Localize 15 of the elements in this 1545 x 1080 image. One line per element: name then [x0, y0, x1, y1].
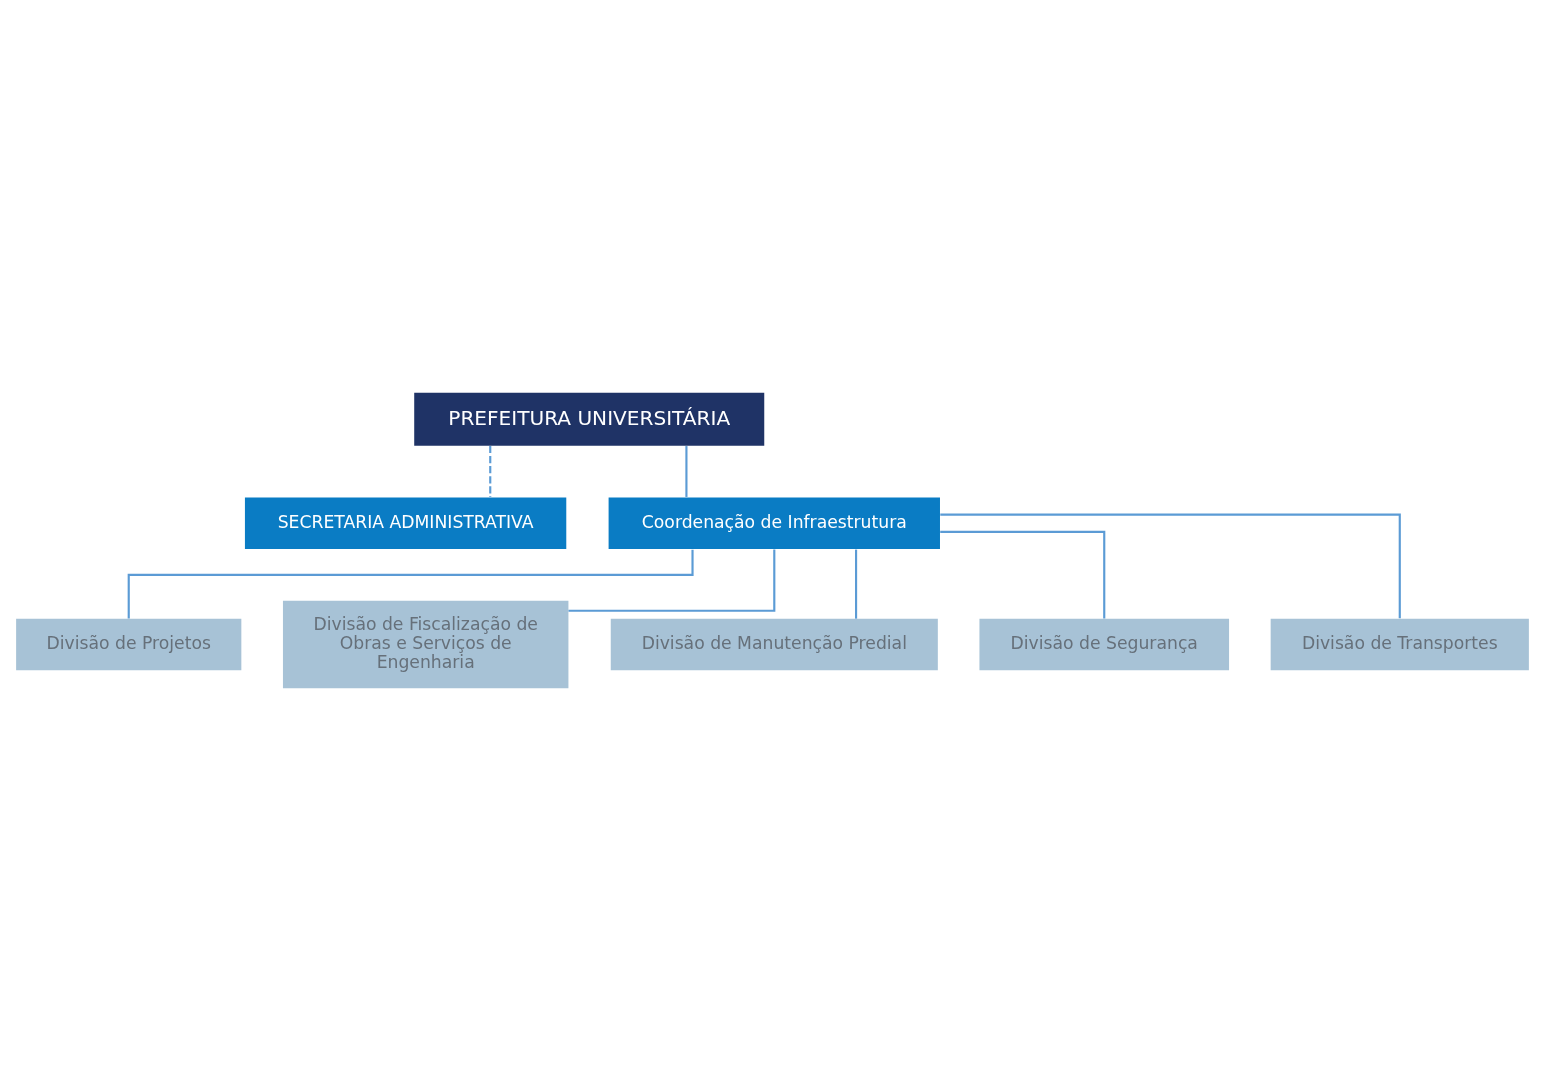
connector: [940, 530, 1106, 618]
connector: [489, 445, 492, 497]
connector: [568, 549, 776, 612]
node-box: Divisão de Fiscalização de Obras e Serviços de Engenharia: [282, 600, 569, 688]
node-box: Divisão de Manutenção Predial: [610, 618, 938, 670]
node-box: PREFEITURA UNIVERSITÁRIA: [414, 392, 765, 446]
connector: [127, 549, 694, 619]
node-box: Divisão de Segurança: [979, 618, 1230, 670]
connector: [685, 445, 688, 497]
node-box: SECRETARIA ADMINISTRATIVA: [244, 496, 567, 549]
node-box: Divisão de Transportes: [1270, 618, 1529, 670]
node-box: Coordenação de Infraestrutura: [608, 496, 940, 549]
connector: [855, 549, 858, 619]
connector: [940, 513, 1401, 618]
node-box: Divisão de Projetos: [16, 618, 242, 670]
